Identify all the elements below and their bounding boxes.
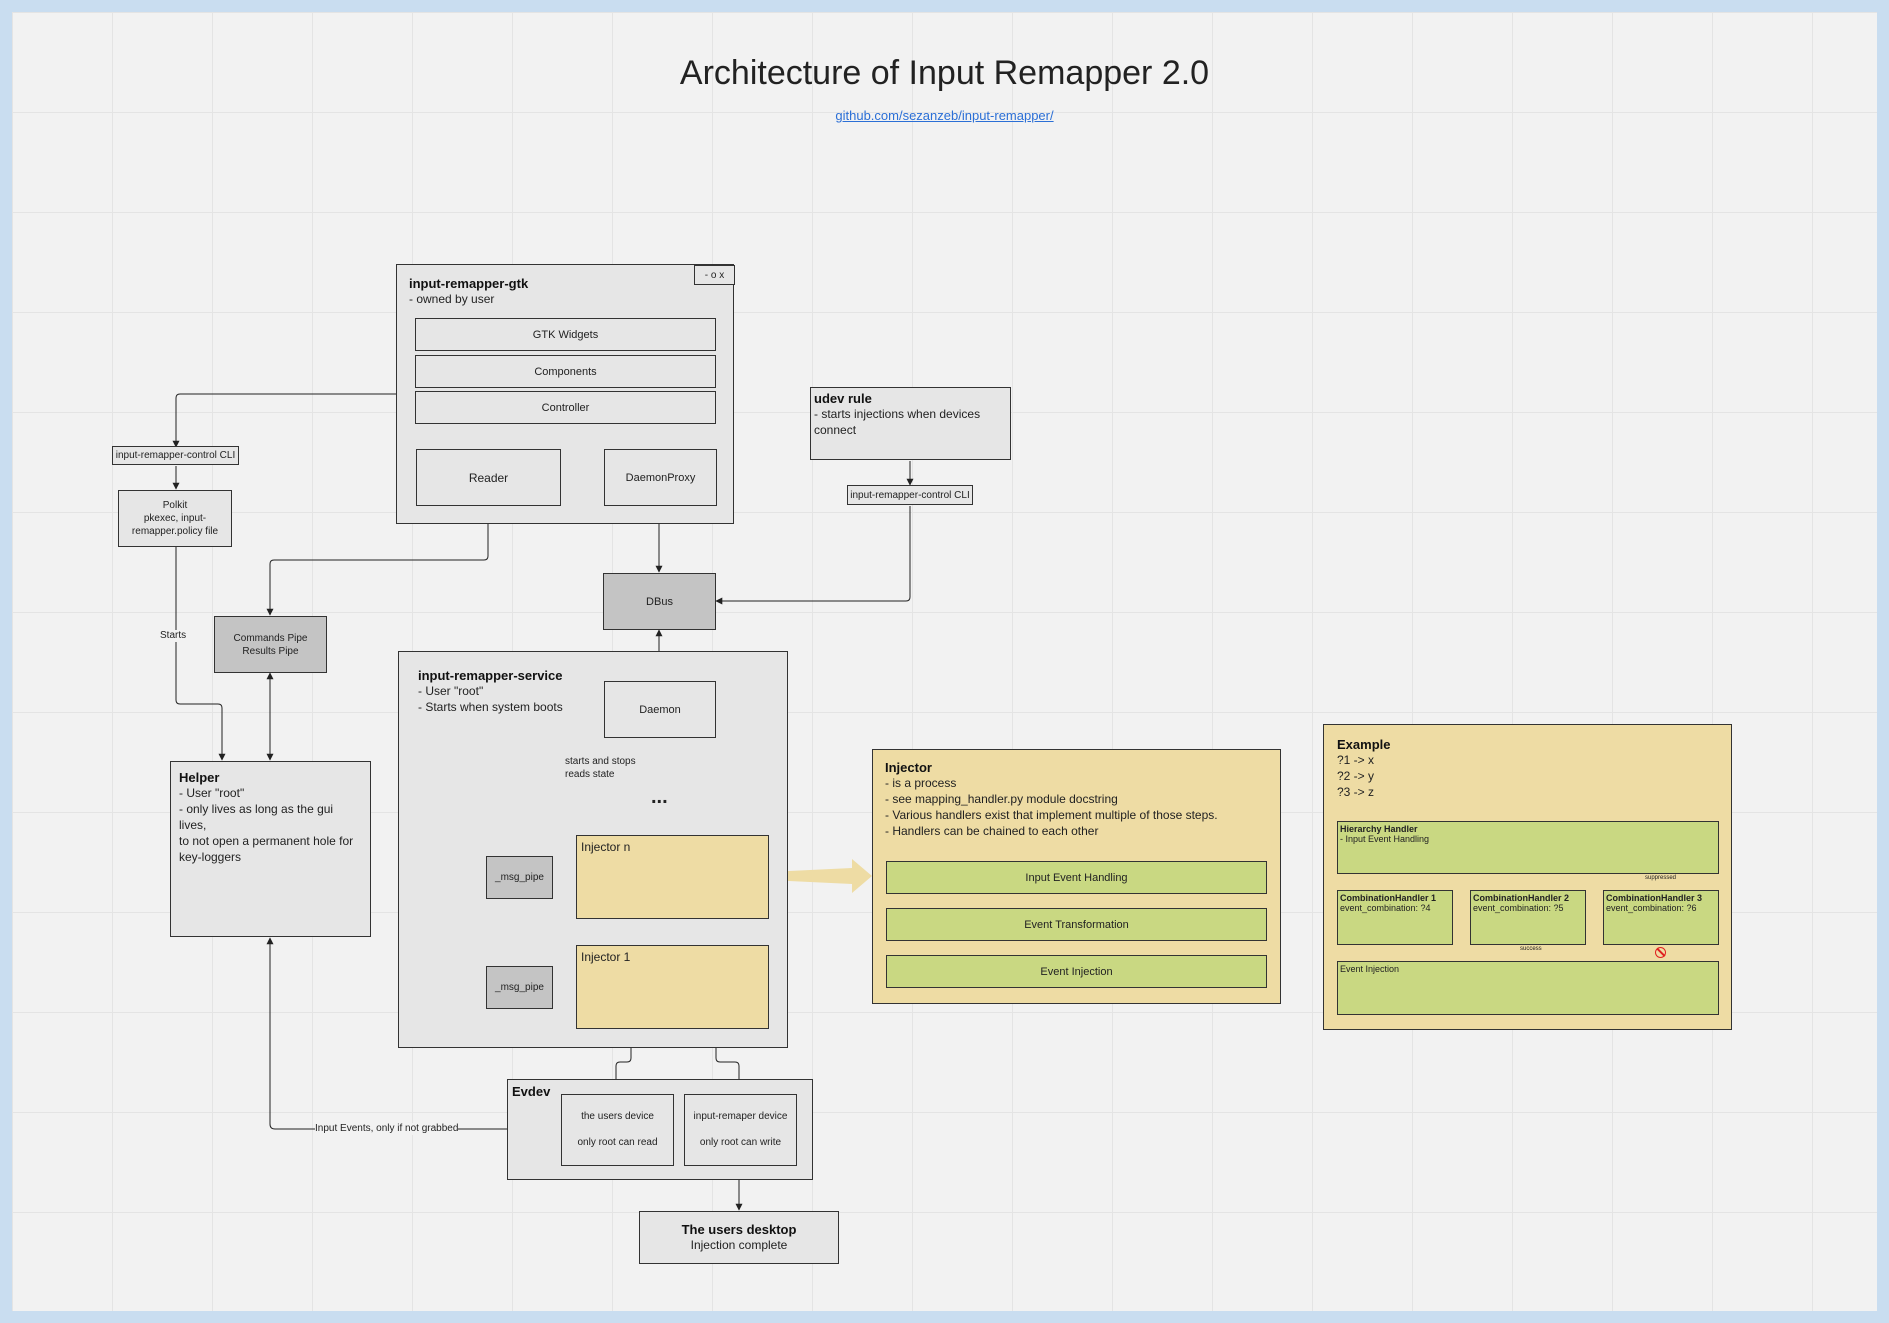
example-box: Example ?1 -> x ?2 -> y ?3 -> z Hierarch… — [1323, 724, 1732, 1030]
example-event-injection: Event Injection — [1337, 961, 1719, 1015]
control-cli-right: input-remapper-control CLI — [847, 485, 973, 505]
example-text: Example ?1 -> x ?2 -> y ?3 -> z — [1337, 737, 1391, 799]
success-label: success — [1520, 946, 1542, 952]
components-layer: Components — [415, 355, 716, 388]
service-box: input-remapper-service - User "root" - S… — [398, 651, 788, 1048]
users-device: the users device only root can read — [561, 1094, 674, 1166]
udev-rule-box: udev rule - starts injections when devic… — [810, 387, 1011, 460]
control-cli-left: input-remapper-control CLI — [112, 446, 239, 465]
injector-1-box: Injector 1 — [576, 945, 769, 1029]
daemon-proxy-box: DaemonProxy — [604, 449, 717, 506]
msg-pipe-1: _msg_pipe — [486, 966, 553, 1009]
window-controls-icon[interactable]: - o x — [694, 265, 735, 285]
dbus-box: DBus — [603, 573, 716, 630]
event-transformation-step: Event Transformation — [886, 908, 1267, 941]
input-events-label: Input Events, only if not grabbed — [315, 1123, 459, 1135]
repo-link[interactable]: github.com/sezanzeb/input-remapper/ — [835, 108, 1054, 123]
injector-detail-box: Injector - is a process - see mapping_ha… — [872, 749, 1281, 1004]
daemon-label: starts and stops reads state — [565, 755, 636, 781]
input-event-handling-step: Input Event Handling — [886, 861, 1267, 894]
combination-handler-2: CombinationHandler 2 event_combination: … — [1470, 890, 1586, 945]
stop-icon — [1655, 947, 1666, 958]
helper-box: Helper - User "root" - only lives as lon… — [170, 761, 371, 937]
service-title: input-remapper-service - User "root" - S… — [418, 668, 563, 714]
starts-label: Starts — [160, 630, 187, 642]
controller-layer: Controller — [415, 391, 716, 424]
hierarchy-handler: Hierarchy Handler - Input Event Handling — [1337, 821, 1719, 874]
gtk-title: input-remapper-gtk - owned by user — [409, 276, 529, 306]
event-injection-step: Event Injection — [886, 955, 1267, 988]
evdev-box: Evdev the users device only root can rea… — [507, 1079, 813, 1180]
combination-handler-1: CombinationHandler 1 event_combination: … — [1337, 890, 1453, 945]
gtk-widgets-layer: GTK Widgets — [415, 318, 716, 351]
injector-detail-text: Injector - is a process - see mapping_ha… — [885, 760, 1218, 838]
msg-pipe-n: _msg_pipe — [486, 856, 553, 899]
combination-handler-3: CombinationHandler 3 event_combination: … — [1603, 890, 1719, 945]
page-title: Architecture of Input Remapper 2.0 — [679, 54, 1210, 92]
daemon-box: Daemon — [604, 681, 716, 738]
suppressed-label: suppressed — [1645, 875, 1677, 881]
polkit-box: Polkit pkexec, input- remapper.policy fi… — [118, 490, 232, 547]
pipes-box: Commands Pipe Results Pipe — [214, 616, 327, 673]
fat-arrow-icon — [768, 859, 872, 893]
users-desktop-box: The users desktop Injection complete — [639, 1211, 839, 1264]
injector-n-box: Injector n — [576, 835, 769, 919]
remapper-device: input-remaper device only root can write — [684, 1094, 797, 1166]
reader-box: Reader — [416, 449, 561, 506]
canvas — [12, 12, 1877, 1311]
gtk-window: input-remapper-gtk - owned by user - o x… — [396, 264, 735, 524]
ellipsis: ... — [651, 786, 668, 808]
